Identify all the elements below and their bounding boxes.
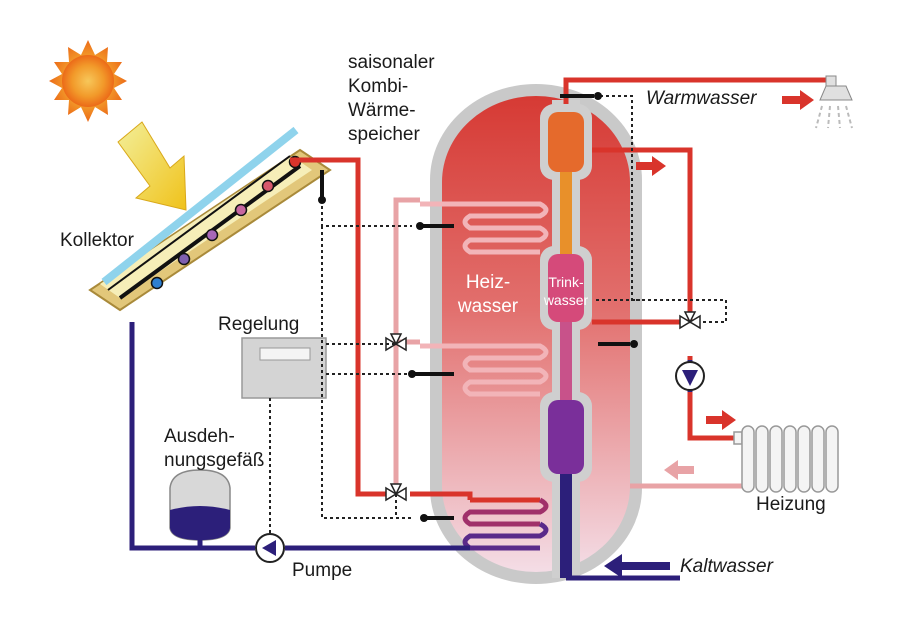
hot-water-label: Warmwasser bbox=[646, 88, 757, 109]
control-lines bbox=[269, 95, 727, 534]
pump-label: Pumpe bbox=[292, 560, 353, 581]
valve-left-lower bbox=[385, 483, 407, 502]
collector-tube-1 bbox=[150, 276, 164, 290]
arrow-heating-supply-icon bbox=[706, 410, 736, 430]
heating-water-label-line1: Heiz- bbox=[465, 272, 511, 293]
drinking-water-vessel bbox=[540, 100, 592, 578]
expansion-vessel bbox=[169, 469, 231, 548]
heat-exchanger-top bbox=[420, 201, 549, 255]
shower-icon bbox=[815, 75, 853, 129]
heating-water-label-line2: wasser bbox=[457, 296, 519, 317]
sun-icon bbox=[49, 40, 127, 122]
arrow-heating-out-icon bbox=[636, 156, 666, 176]
controller-box bbox=[241, 337, 327, 399]
storage-label-line2: Kombi- bbox=[348, 76, 409, 97]
sensor-collector bbox=[318, 170, 326, 204]
cold-water-label: Kaltwasser bbox=[680, 556, 773, 577]
collector-tube-4 bbox=[234, 203, 248, 217]
sensor-heating bbox=[598, 340, 638, 348]
solar-pump-icon bbox=[255, 533, 285, 563]
arrow-heating-return-icon bbox=[664, 460, 694, 480]
collector-tube-2 bbox=[177, 252, 191, 266]
heating-pump-icon bbox=[675, 361, 705, 391]
storage-label-line4: speicher bbox=[348, 124, 420, 145]
heating-label: Heizung bbox=[756, 494, 826, 515]
expansion-label-line2: nungsgefäß bbox=[164, 450, 265, 471]
sensor-hot-water bbox=[560, 92, 602, 100]
sensor-bottom-coil bbox=[420, 514, 454, 522]
controller-label: Regelung bbox=[218, 314, 300, 335]
valve-right bbox=[679, 311, 701, 330]
collector-tube-3 bbox=[205, 228, 219, 242]
expansion-label-line1: Ausdeh- bbox=[164, 426, 235, 447]
collector-label: Kollektor bbox=[60, 230, 134, 251]
sunlight-arrow bbox=[117, 121, 187, 211]
storage-tank bbox=[430, 84, 642, 584]
sensor-top-coil bbox=[416, 222, 454, 230]
sensor-middle-coil bbox=[408, 370, 454, 378]
collector-tube-5 bbox=[261, 179, 275, 193]
drinking-water-label-line2: wasser bbox=[543, 292, 589, 308]
storage-label-line3: Wärme- bbox=[348, 100, 416, 121]
arrow-cold-water-icon bbox=[604, 554, 670, 578]
drinking-water-label-line1: Trink- bbox=[548, 274, 584, 290]
arrow-hot-water-icon bbox=[782, 90, 814, 110]
heat-exchanger-middle bbox=[420, 343, 549, 397]
valve-left-upper bbox=[385, 333, 407, 352]
storage-label-line1: saisonaler bbox=[348, 52, 435, 73]
radiator-icon bbox=[733, 425, 839, 493]
